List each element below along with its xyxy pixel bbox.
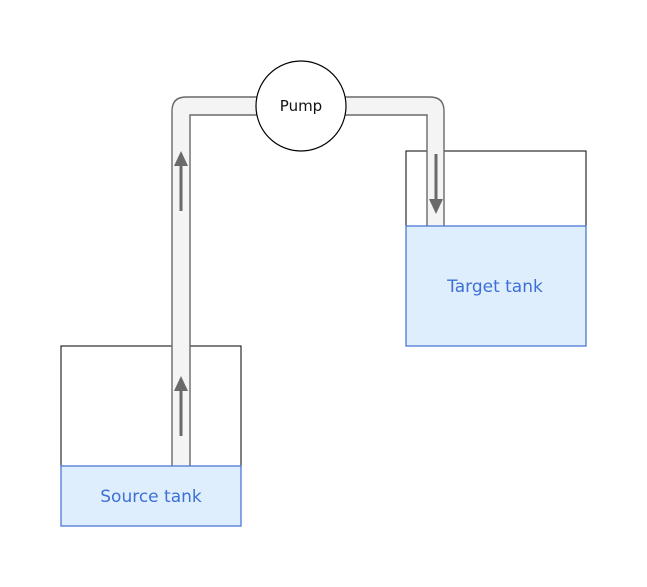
- pump-circle: [255, 60, 347, 152]
- pump-label: Pump: [280, 97, 322, 115]
- pipe: [172, 97, 444, 466]
- source-tank-label: Source tank: [100, 487, 202, 507]
- pipe-inner-edge: [189, 114, 428, 466]
- flow-arrow-up-icon: [174, 151, 188, 211]
- source-tank-water: [60, 465, 242, 527]
- target-tank-water: [405, 225, 587, 347]
- target-tank-label: Target tank: [446, 277, 543, 297]
- flow-arrow-down-icon: [429, 154, 443, 214]
- pipe-outer-edge: [171, 96, 445, 466]
- pump: Pump: [255, 60, 347, 152]
- flow-arrow-up-icon: [174, 376, 188, 436]
- source-tank-outline: [60, 345, 242, 467]
